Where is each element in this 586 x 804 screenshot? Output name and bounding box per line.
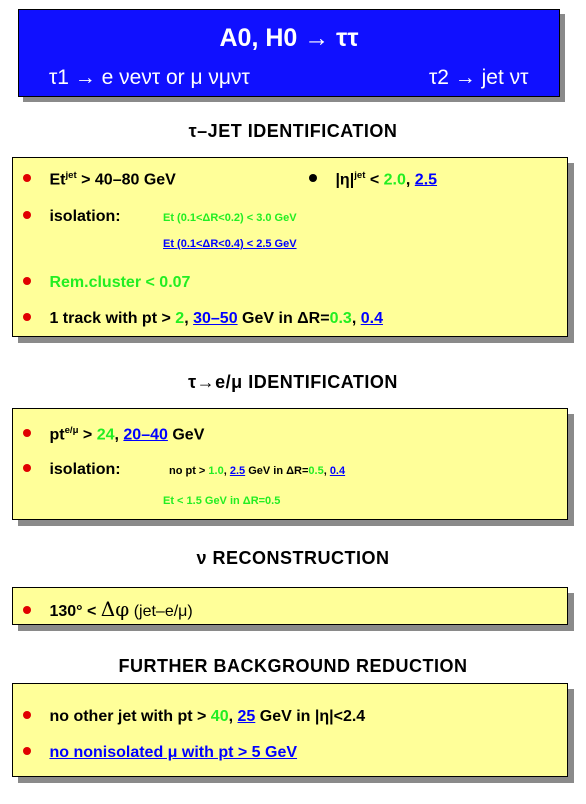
heading-tau-lepton: τ→e/μ IDENTIFICATION [188,372,398,392]
title-main: A0, H0 → ττ [219,24,359,52]
title-box: A0, H0 → ττ τ1 → e νeντ or μ νμντ τ2 → j… [18,9,560,97]
row-lepton-isolation: isolation: [23,461,121,479]
bullet-icon [23,463,31,472]
row-pt-lepton: pte/μ > 24, 20–40 GeV [23,425,204,444]
row-rem-cluster: Rem.cluster < 0.07 [23,274,190,292]
bullet-icon [23,429,31,438]
panel-further-reduction: no other jet with pt > 40, 25 GeV in |η|… [12,683,568,777]
panel-tau-jet: Etjet > 40–80 GeV |η|jet < 2.0, 2.5 isol… [12,157,568,337]
iso-cond-2: Et (0.1<ΔR<0.4) < 2.5 GeV [163,238,297,250]
heading-further-reduction: FURTHER BACKGROUND REDUCTION [118,656,468,676]
heading-nu-reco: ν RECONSTRUCTION [196,548,390,568]
title-tau1-decay: τ1 → e νeντ or μ νμντ [49,66,250,89]
lepton-iso-cond-1: no pt > 1.0, 2.5 GeV in ΔR=0.5, 0.4 [169,465,346,477]
row-track: 1 track with pt > 2, 30–50 GeV in ΔR=0.3… [23,310,383,328]
bullet-icon [23,210,31,219]
row-et-jet: Etjet > 40–80 GeV [23,170,176,189]
bullet-icon [23,174,31,183]
bullet-icon [23,312,31,321]
iso-cond-1: Et (0.1<ΔR<0.2) < 3.0 GeV [163,212,297,224]
title-tau2-decay: τ2 → jet ντ [429,66,529,89]
row-other-jet: no other jet with pt > 40, 25 GeV in |η|… [23,708,365,726]
bullet-icon [23,605,31,614]
row-eta-jet: |η|jet < 2.0, 2.5 [309,170,437,189]
row-dphi: 130° < Δφ (jet–e/μ) [23,597,193,621]
bullet-icon [309,174,317,183]
row-isolation: isolation: [23,208,121,226]
bullet-icon [23,710,31,719]
panel-tau-lepton: pte/μ > 24, 20–40 GeV isolation: no pt >… [12,408,568,520]
heading-tau-jet: τ–JET IDENTIFICATION [188,121,398,141]
bullet-icon [23,746,31,755]
row-nonisolated-muon: no nonisolated μ with pt > 5 GeV [23,744,297,762]
bullet-icon [23,276,31,285]
lepton-iso-cond-2: Et < 1.5 GeV in ΔR=0.5 [163,495,281,507]
panel-nu-reco: 130° < Δφ (jet–e/μ) [12,587,568,625]
